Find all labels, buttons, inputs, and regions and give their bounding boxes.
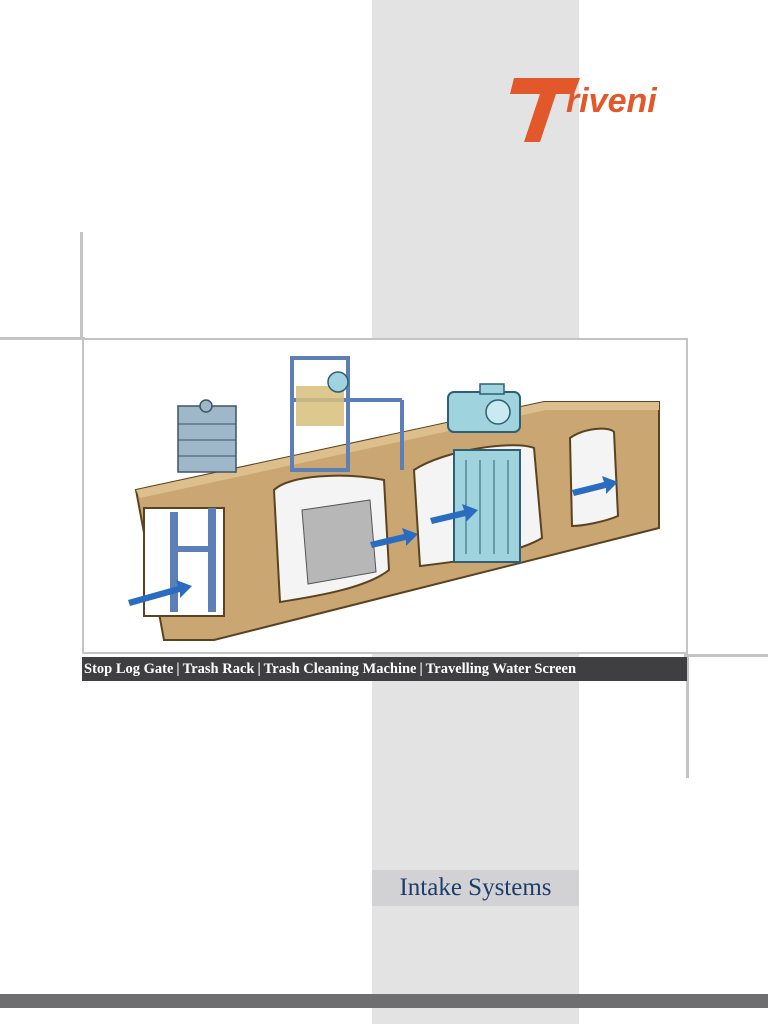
outlet-opening: [568, 427, 620, 528]
logo-wordmark: riveni: [566, 82, 658, 120]
flow-arrow-icon: [128, 476, 618, 606]
caption-separator: |: [257, 661, 261, 677]
cleaning-machine-hoist: [296, 386, 344, 426]
caption-trash-rack: Trash Rack: [182, 661, 255, 677]
logo-t-mark: [510, 78, 580, 142]
gate-lifting-eye: [199, 399, 213, 413]
stop-log-post-right: [208, 508, 216, 612]
caption-stop-log-gate: Stop Log Gate: [84, 661, 174, 677]
caption-travelling-water-screen: Travelling Water Screen: [425, 661, 577, 677]
stop-log-post-left: [170, 512, 178, 612]
document-title: Intake Systems: [399, 874, 552, 901]
decor-vertical-line-bottom-right: [686, 654, 689, 778]
stop-log-beam: [170, 546, 216, 552]
travelling-screen-body: [453, 449, 521, 563]
trash-rack-grid: [301, 499, 377, 585]
caption-trash-cleaning-machine: Trash Cleaning Machine: [263, 661, 417, 677]
decor-vertical-line-top-left: [80, 232, 83, 340]
caption-separator: |: [419, 661, 423, 677]
equipment-caption-bar: Stop Log Gate | Trash Rack | Trash Clean…: [82, 657, 687, 681]
intake-channel-illustration: [128, 356, 660, 641]
triveni-logo: riveni: [510, 78, 658, 142]
illustration-frame: [82, 338, 688, 654]
hoist-drum: [327, 371, 349, 393]
footer-bar: [0, 994, 768, 1008]
caption-separator: |: [176, 661, 180, 677]
stop-log-gate-panel: [177, 405, 237, 473]
decor-horizontal-line-left: [0, 337, 85, 340]
motor-icon: [447, 383, 521, 433]
title-box: Intake Systems: [372, 870, 579, 906]
decor-horizontal-line-right: [684, 654, 768, 657]
